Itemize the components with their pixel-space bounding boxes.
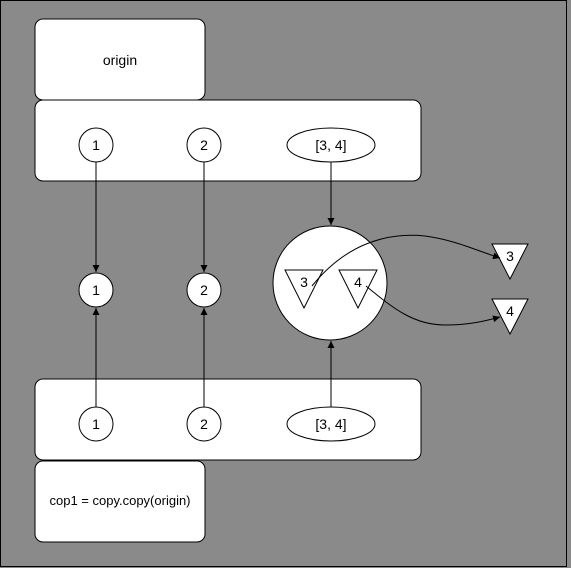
shared-item-2-label: 2 xyxy=(200,282,208,298)
origin-list-label: [3, 4] xyxy=(315,137,346,153)
list-element-4-node xyxy=(338,269,378,310)
copy-item-1-label: 1 xyxy=(92,416,100,432)
list-element-4-label: 4 xyxy=(354,274,362,290)
external-value-4-node xyxy=(491,298,529,336)
copy-label-box xyxy=(34,460,206,543)
edge-element-4-to-value-4 xyxy=(365,285,501,326)
list-element-3-node xyxy=(284,269,324,310)
origin-item-1-label: 1 xyxy=(92,137,100,153)
edge-element-3-to-value-3 xyxy=(311,234,501,287)
shared-item-1-node xyxy=(78,272,114,308)
origin-label: origin xyxy=(103,52,137,68)
shared-item-2-node xyxy=(186,272,222,308)
copy-label: cop1 = copy.copy(origin) xyxy=(49,493,190,508)
copy-list-label: [3, 4] xyxy=(315,416,346,432)
shared-list-node xyxy=(272,225,388,341)
list-element-3-label: 3 xyxy=(300,274,308,290)
origin-item-2-label: 2 xyxy=(200,137,208,153)
external-value-4-label: 4 xyxy=(506,303,514,319)
external-value-3-label: 3 xyxy=(506,248,514,264)
shared-item-1-label: 1 xyxy=(92,282,100,298)
copy-item-2-label: 2 xyxy=(200,416,208,432)
external-value-3-node xyxy=(491,243,529,281)
